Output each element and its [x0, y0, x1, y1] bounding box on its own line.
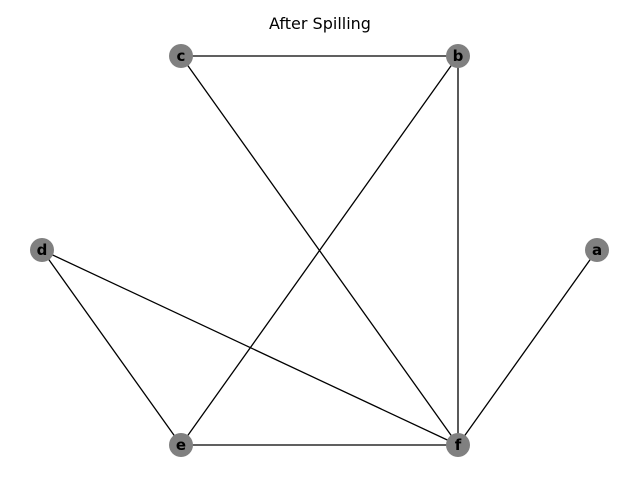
node-label: d [37, 241, 48, 259]
node-label: e [176, 436, 186, 454]
node-b: b [446, 44, 470, 68]
edges-layer [41, 55, 598, 446]
node-label: f [455, 436, 462, 454]
node-label: a [592, 241, 602, 259]
node-label: b [453, 47, 464, 65]
node-d: d [30, 238, 54, 262]
node-label: c [177, 47, 186, 65]
node-circle [169, 44, 193, 68]
node-circle [585, 238, 609, 262]
node-circle [446, 433, 470, 457]
node-c: c [169, 44, 193, 68]
node-e: e [169, 433, 193, 457]
edge-d-f [41, 249, 459, 446]
node-circle [169, 433, 193, 457]
node-circle [446, 44, 470, 68]
edge-b-e [180, 55, 459, 446]
node-f: f [446, 433, 470, 457]
edge-d-e [41, 249, 182, 446]
node-circle [30, 238, 54, 262]
node-a: a [585, 238, 609, 262]
edge-a-f [457, 249, 598, 446]
graph-title: After Spilling [269, 14, 371, 33]
nodes-layer: c b d a e f [30, 44, 609, 457]
